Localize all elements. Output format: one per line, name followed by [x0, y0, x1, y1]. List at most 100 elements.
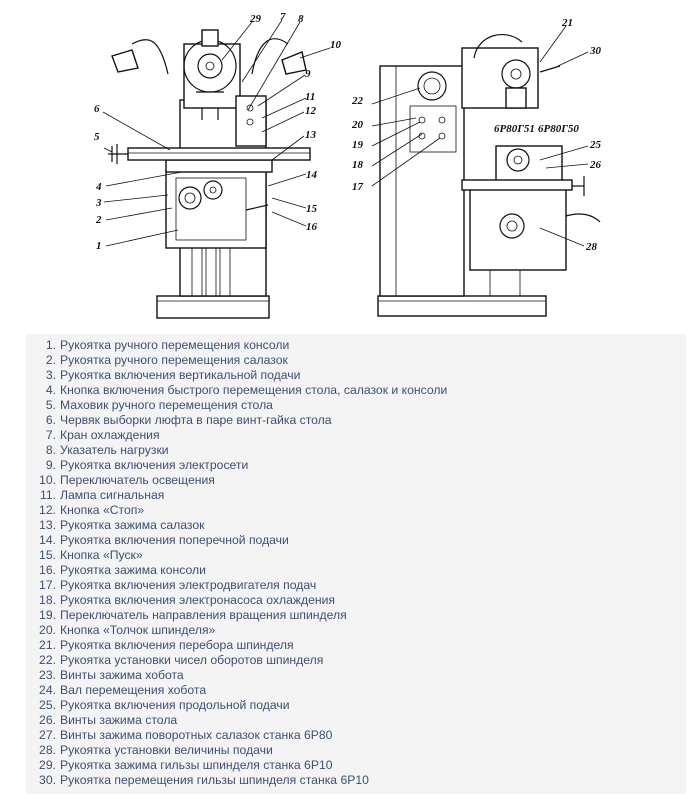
legend-item-number: 4.: [45, 383, 56, 397]
legend-item: 18. Рукоятка включения электронасоса охла…: [26, 593, 686, 608]
legend-item-number: 17.: [39, 578, 56, 592]
callout-15: 15: [306, 203, 318, 215]
callout-19: 19: [352, 139, 364, 151]
legend-item-number: 21.: [39, 638, 56, 652]
callout-6r80g51: 6Р80Г51: [494, 123, 535, 135]
legend-item: 10.Переключатель освещения: [26, 473, 686, 488]
legend-item-text: Рукоятка включения вертикальной подачи: [60, 368, 301, 382]
legend-item-number: 30.: [39, 773, 56, 787]
machine-drawing: 29 7 8 10 9 11 12 6 13 5 4 3 2 1 14 15 1…: [0, 0, 700, 325]
legend-item-number: 24.: [39, 683, 56, 697]
callout-2: 2: [95, 214, 102, 226]
legend-item-number: 22.: [39, 653, 56, 667]
legend-item-number: 10.: [39, 473, 56, 487]
legend-item-number: 29.: [39, 758, 56, 772]
legend-item: 3. Рукоятка включения вертикальной подачи: [26, 368, 686, 383]
legend-item-number: 16.: [39, 563, 56, 577]
legend-item-number: 20.: [39, 623, 56, 637]
legend-item-number: 7.: [45, 428, 56, 442]
machine-drawing-svg: 29 7 8 10 9 11 12 6 13 5 4 3 2 1 14 15 1…: [94, 11, 602, 319]
legend-item: 1.Рукоятка ручного перемещения консоли: [26, 338, 686, 353]
legend-item-text: Рукоятка установки величины подачи: [60, 743, 273, 757]
legend-item-text: Рукоятка зажима консоли: [60, 563, 206, 577]
legend-item: 9.Рукоятка включения электросети: [26, 458, 686, 473]
callout-11: 11: [305, 91, 315, 103]
callout-22: 22: [351, 95, 364, 107]
callout-30: 30: [589, 45, 602, 57]
legend-item-number: 18.: [39, 593, 56, 607]
legend-item-number: 8.: [45, 443, 56, 457]
legend-item-text: Вал перемещения хобота: [60, 683, 207, 697]
callout-3: 3: [95, 197, 102, 209]
legend-item: 23. Винты зажима хобота: [26, 668, 686, 683]
legend-item: 4. Кнопка включения быстрого перемещения …: [26, 383, 686, 398]
legend-item-number: 15.: [39, 548, 56, 562]
legend-item-text: Рукоятка зажима салазок: [60, 518, 205, 532]
legend-item-text: Переключатель направления вращения шпинд…: [60, 608, 347, 622]
callout-10: 10: [330, 39, 342, 51]
legend-item-text: Маховик ручного перемещения стола: [60, 398, 273, 412]
side-view: [371, 25, 601, 317]
callout-1: 1: [96, 240, 102, 252]
legend-item: 8. Указатель нагрузки: [26, 443, 686, 458]
callout-26: 26: [589, 159, 602, 171]
legend-item: 2. Рукоятка ручного перемещения салазок: [26, 353, 686, 368]
legend-item: 27.Винты зажима поворотных салазок станк…: [26, 728, 686, 743]
legend-item: 5. Маховик ручного перемещения стола: [26, 398, 686, 413]
legend-item: 21. Рукоятка включения перебора шпинделя: [26, 638, 686, 653]
legend-item-text: Рукоятка зажима гильзы шпинделя станка 6…: [60, 758, 333, 772]
legend-item-number: 23.: [39, 668, 56, 682]
legend-item: 29. Рукоятка зажима гильзы шпинделя станк…: [26, 758, 686, 773]
callout-20: 20: [351, 119, 364, 131]
legend-item: 12.Кнопка «Стоп»: [26, 503, 686, 518]
legend-item-number: 5.: [45, 398, 56, 412]
legend-item: 17. Рукоятка включения электродвигателя п…: [26, 578, 686, 593]
legend-item-number: 11.: [39, 488, 56, 502]
legend-item-text: Червяк выборки люфта в паре винт-гайка с…: [60, 413, 332, 427]
legend-item: 14.Рукоятка включения поперечной подачи: [26, 533, 686, 548]
legend-item-number: 12.: [39, 503, 56, 517]
legend-item-text: Винты зажима поворотных салазок станка 6…: [60, 728, 333, 742]
legend-item: 24. Вал перемещения хобота: [26, 683, 686, 698]
callout-28: 28: [585, 241, 598, 253]
legend-item-number: 28.: [39, 743, 56, 757]
callout-12: 12: [305, 105, 317, 117]
legend-item-text: Винты зажима хобота: [60, 668, 184, 682]
legend-item-text: Кнопка включения быстрого перемещения ст…: [60, 383, 448, 397]
legend-item-text: Указатель нагрузки: [60, 443, 169, 457]
legend-item-number: 3.: [45, 368, 56, 382]
legend-item-text: Лампа сигнальная: [60, 488, 165, 502]
legend-item: 25.Рукоятка включения продольной подачи: [26, 698, 686, 713]
legend-item-text: Рукоятка включения электродвигателя пода…: [60, 578, 317, 592]
legend-item: 22.Рукоятка установки чисел оборотов шпи…: [26, 653, 686, 668]
legend-item: 16. Рукоятка зажима консоли: [26, 563, 686, 578]
legend-item: 6. Червяк выборки люфта в паре винт-гайка…: [26, 413, 686, 428]
legend-item: 7.Кран охлаждения: [26, 428, 686, 443]
callout-16: 16: [306, 221, 318, 233]
legend-item: 28. Рукоятка установки величины подачи: [26, 743, 686, 758]
legend-item-text: Рукоятка перемещения гильзы шпинделя ста…: [60, 773, 369, 787]
callout-29: 29: [249, 13, 262, 25]
legend-item-text: Рукоятка включения перебора шпинделя: [60, 638, 294, 652]
callout-14: 14: [306, 169, 318, 181]
callout-13: 13: [305, 129, 317, 141]
legend-item-number: 2.: [45, 353, 56, 367]
callout-6: 6: [94, 103, 100, 115]
legend-item: 15. Кнопка «Пуск»: [26, 548, 686, 563]
callout-7: 7: [280, 11, 286, 23]
legend-item-text: Рукоятка ручного перемещения салазок: [60, 353, 288, 367]
legend-item: 19.Переключатель направления вращения шп…: [26, 608, 686, 623]
legend-item: 30. Рукоятка перемещения гильзы шпинделя …: [26, 773, 686, 788]
legend-item-text: Кнопка «Пуск»: [60, 548, 143, 562]
legend-item-text: Рукоятка включения электросети: [60, 458, 249, 472]
legend-item-number: 6.: [45, 413, 56, 427]
callout-8: 8: [298, 13, 304, 25]
callout-5: 5: [94, 131, 100, 143]
legend-item: 26.Винты зажима стола: [26, 713, 686, 728]
legend-item-text: Рукоятка включения поперечной подачи: [60, 533, 289, 547]
legend-item: 13.Рукоятка зажима салазок: [26, 518, 686, 533]
legend-item-text: Рукоятка включения электронасоса охлажде…: [60, 593, 336, 607]
callout-9: 9: [305, 68, 311, 80]
